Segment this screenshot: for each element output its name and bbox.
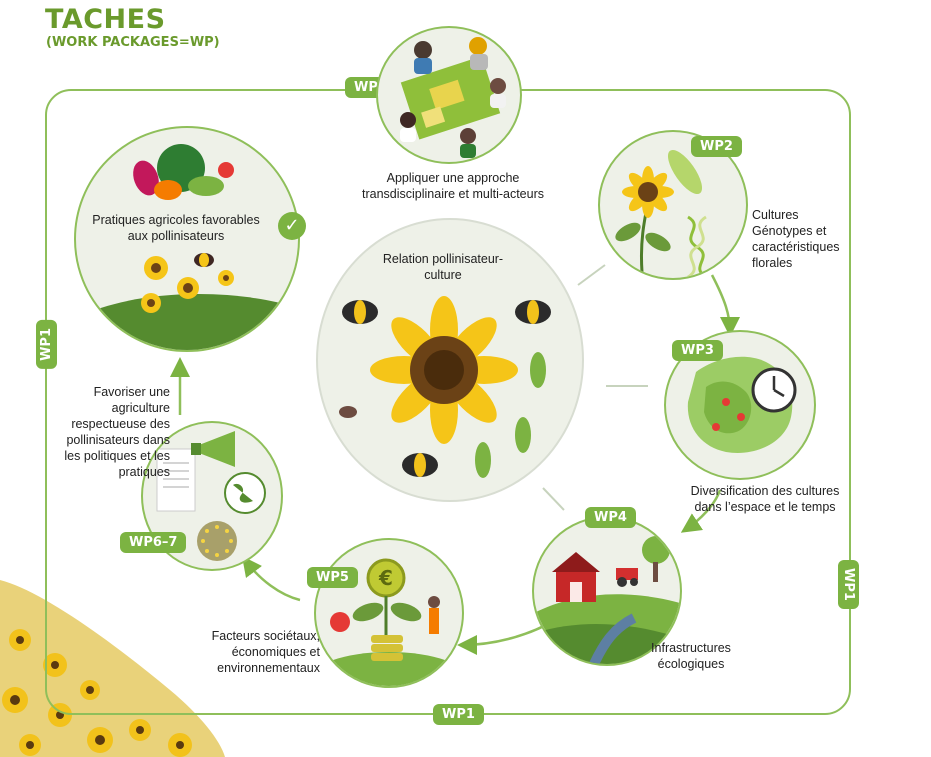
goal-label: Pratiques agricoles favorables aux polli… bbox=[92, 213, 260, 243]
wp3-illustration bbox=[664, 330, 816, 480]
page-title: TACHES bbox=[45, 4, 166, 35]
page-subtitle: (WORK PACKAGES=WP) bbox=[46, 35, 220, 50]
wp3-label: Diversification des cultures dans l’espa… bbox=[690, 484, 840, 514]
center-label: Relation pollinisateur-culture bbox=[382, 252, 504, 282]
euro-plant-coins-icon: € bbox=[316, 558, 462, 686]
wp2-label: Cultures Génotypes et caractéristiques f… bbox=[752, 208, 840, 270]
workshop-table-icon bbox=[400, 37, 506, 158]
check-icon: ✓ bbox=[278, 212, 306, 240]
sunflower-dna-icon bbox=[615, 149, 707, 278]
wp5-label: Facteurs sociétaux, économiques et envir… bbox=[211, 629, 320, 675]
wp67-illustration bbox=[141, 421, 283, 571]
wp1-tag-bottom: WP1 bbox=[433, 704, 484, 725]
wp3-tag: WP3 bbox=[672, 340, 723, 361]
center-illustration bbox=[316, 218, 584, 502]
wp67-tag: WP6–7 bbox=[120, 532, 187, 553]
farm-landscape-icon bbox=[534, 536, 680, 664]
svg-text:€: € bbox=[378, 566, 393, 590]
wp4-tag: WP4 bbox=[585, 507, 636, 528]
europe-map-clock-icon bbox=[687, 356, 797, 453]
wp1-label: Appliquer une approche transdisciplinair… bbox=[361, 171, 544, 201]
wp2-illustration bbox=[598, 130, 748, 280]
goal-illustration bbox=[74, 126, 300, 352]
megaphone-globe-document-icon bbox=[156, 431, 266, 561]
wp1-illustration bbox=[376, 26, 522, 164]
wp2-tag: WP2 bbox=[691, 136, 742, 157]
wp5-illustration: € bbox=[314, 538, 464, 688]
wp67-label: Favoriser une agriculture respectueuse d… bbox=[64, 385, 170, 479]
wp1-tag-right: WP1 bbox=[838, 560, 859, 609]
wp5-tag: WP5 bbox=[307, 567, 358, 588]
sunflower-bees-icon bbox=[339, 296, 551, 478]
wp4-illustration bbox=[532, 516, 682, 666]
wp1-tag-left: WP1 bbox=[36, 320, 57, 369]
wp4-label: Infrastructures écologiques bbox=[651, 641, 731, 671]
